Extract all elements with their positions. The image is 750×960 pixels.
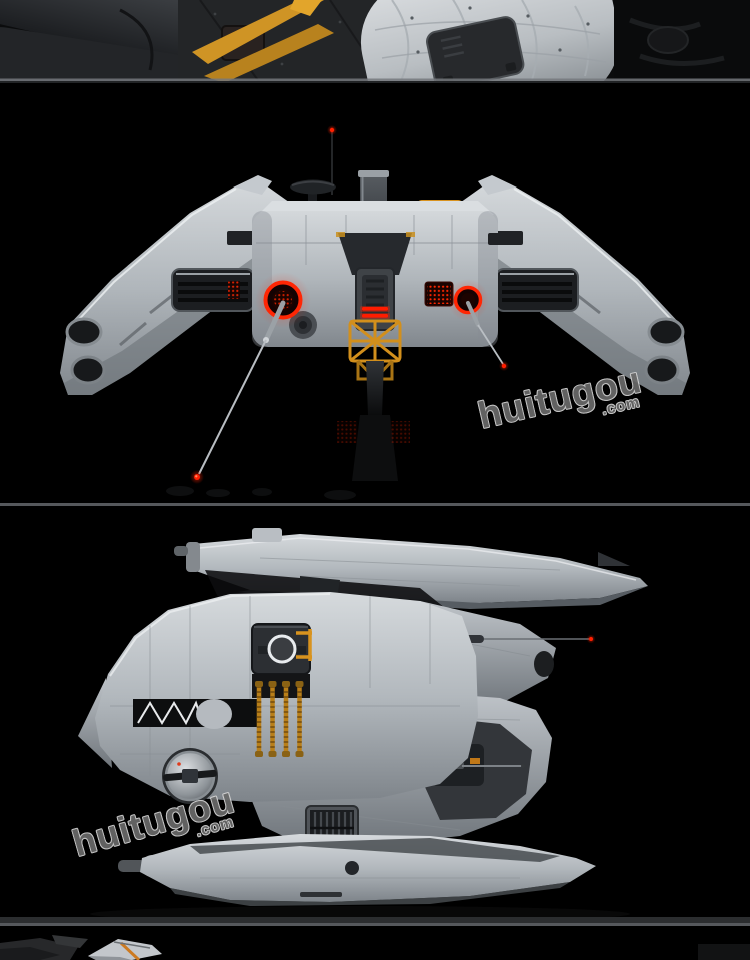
under-glow-reflections	[166, 421, 410, 500]
dark-cylinder-shapes	[0, 0, 225, 83]
wing-tip-nub	[174, 546, 188, 556]
section-divider	[0, 923, 750, 926]
floor-highlight-line	[0, 78, 750, 81]
red-sensor-ring-left	[255, 272, 311, 328]
left-nacelle-muzzle-upper	[65, 317, 103, 347]
red-indicator-bars	[360, 306, 390, 319]
left-wing-nacelle	[60, 175, 299, 395]
orange-pipes	[252, 674, 310, 757]
partial-white-panel	[88, 939, 162, 960]
dish-antenna	[290, 179, 336, 205]
red-sensor-ring-right	[447, 279, 489, 321]
next-render-strip	[0, 935, 750, 960]
spaceship-side-render: huitugou .com	[0, 506, 750, 923]
dark-hatch-panel	[426, 16, 525, 83]
section-divider	[0, 503, 750, 506]
landing-strut	[366, 361, 384, 415]
chevron-hazard-band	[133, 699, 260, 729]
floor-edge-band	[0, 917, 750, 923]
spaceship-front-render: huitugou .com	[0, 83, 750, 503]
closeup-render	[0, 0, 750, 83]
porthole-panel	[251, 623, 311, 675]
spaceship-side-view	[0, 528, 750, 923]
red-led-matrix-panel	[424, 281, 454, 307]
closeup-render-strip	[0, 0, 750, 83]
next-render-partial	[0, 935, 750, 960]
left-red-led-strip	[228, 281, 240, 299]
probe-antenna-right	[466, 301, 509, 371]
main-hull	[78, 592, 478, 804]
partial-right-shape	[698, 944, 750, 960]
pod-orange-detail	[470, 758, 480, 764]
spaceship-front-view	[60, 125, 690, 500]
orange-bracket	[296, 629, 312, 661]
probe-antenna-left	[190, 300, 286, 484]
left-intake-grille	[171, 268, 255, 312]
partial-dark-shape	[0, 935, 88, 960]
right-dark-bay	[614, 0, 750, 83]
pontoon-skid	[118, 834, 596, 906]
white-quilted-hull	[360, 0, 620, 83]
left-nacelle-muzzle-lower	[70, 355, 106, 385]
left-nacelle-fin	[233, 175, 272, 195]
round-thruster	[162, 748, 218, 804]
landing-strut-shadow	[352, 415, 398, 481]
yellow-strut-beams	[192, 0, 334, 83]
